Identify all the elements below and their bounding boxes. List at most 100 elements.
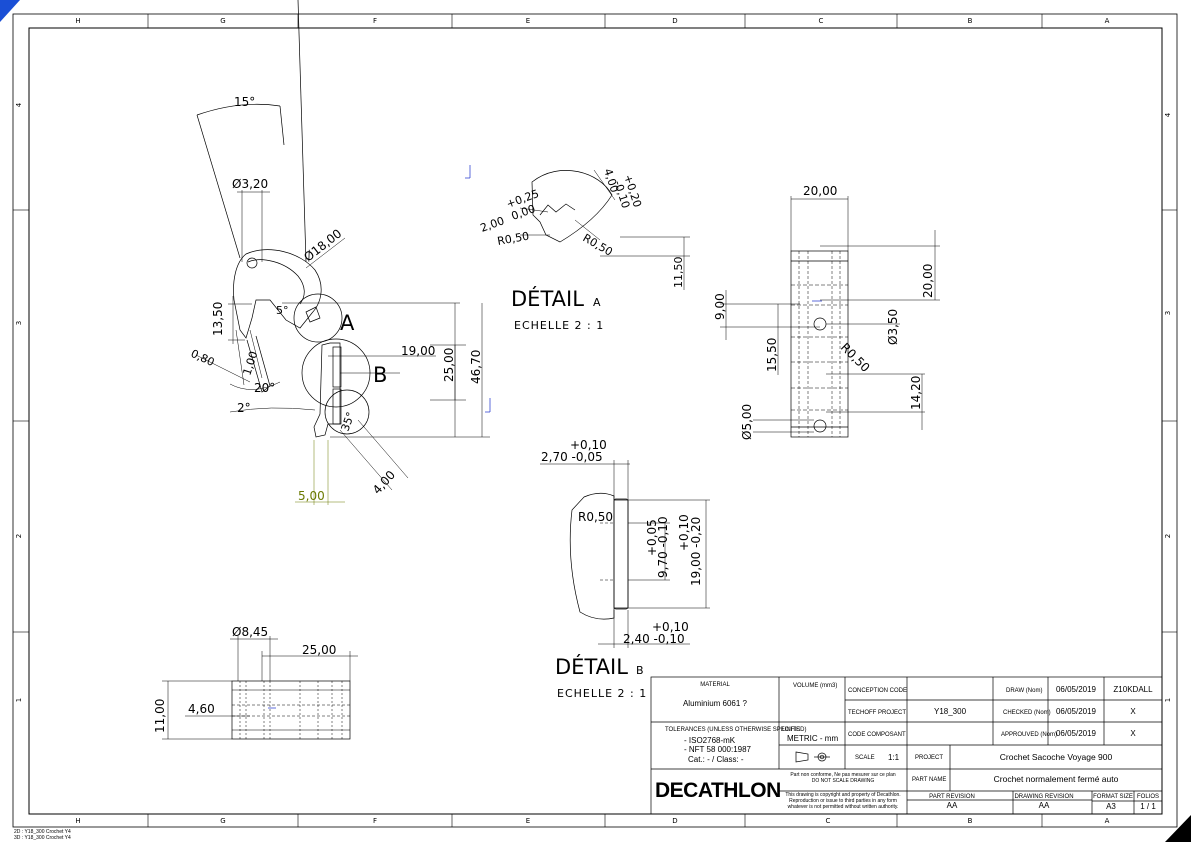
zone-col-bottom: D	[672, 817, 677, 825]
zone-row-left: 2	[15, 534, 23, 538]
zone-col-bottom: H	[75, 817, 80, 825]
zone-col-bottom: F	[373, 817, 377, 825]
bottom-dim-1100: 11,00	[153, 699, 167, 733]
tb-project-label: PROJECT	[915, 755, 943, 761]
detail-b-title: DÉTAIL	[555, 654, 628, 679]
detail-a-r050-right: R0,50	[581, 231, 615, 258]
tb-drawing-revision-value: AA	[1039, 801, 1050, 810]
detail-a-title: DÉTAIL	[511, 286, 584, 311]
zone-col-bottom: G	[220, 817, 225, 825]
footer-file-3d: 3D : Y18_300 Crochet Y4	[14, 835, 71, 841]
zone-col-top: H	[75, 17, 80, 25]
side-dim-r050: R0,50	[838, 340, 873, 375]
tb-code-composant-label: CODE COMPOSANT	[848, 732, 906, 738]
tb-approved-name: X	[1130, 729, 1136, 738]
decathlon-logo: DECATHLON	[655, 779, 781, 802]
zone-ticks	[13, 14, 1177, 827]
outer-border	[12, 13, 1178, 828]
tb-tol-line3: Cat.: - / Class: -	[688, 755, 744, 764]
zone-row-left: 1	[15, 698, 23, 702]
tb-units-value: METRIC - mm	[787, 734, 838, 743]
detail-b-tol-top: +0,10	[570, 438, 607, 452]
zone-row-right: 1	[1164, 698, 1172, 702]
dim-080: 0,80	[189, 347, 217, 369]
tb-part-revision-value: AA	[947, 801, 958, 810]
zone-col-top: C	[819, 17, 824, 25]
side-dim-1550: 15,50	[765, 338, 779, 372]
zone-col-bottom: B	[968, 817, 973, 825]
detail-b-970: 9,70 -0,10	[656, 516, 670, 578]
side-dim-dia-350: Ø3,50	[886, 309, 900, 345]
detail-a-r050-left: R0,50	[496, 230, 530, 248]
zone-row-left: 3	[15, 321, 23, 325]
dim-angle-2: 2°	[237, 401, 251, 415]
main-view	[195, 0, 491, 505]
dim-angle-5: 5°	[276, 304, 289, 317]
detail-b-1900: 19,00 -0,20	[689, 517, 703, 586]
dim-angle-35: 35°	[339, 410, 358, 433]
detail-a-letter: A	[593, 296, 602, 309]
tb-scale-value: 1:1	[888, 753, 900, 762]
zone-col-bottom: E	[526, 817, 530, 825]
detail-callout-b: B	[373, 363, 387, 387]
side-dim-2000-v: 20,00	[921, 264, 935, 298]
detail-b-270: 2,70 -0,05	[541, 450, 603, 464]
detail-b-view	[540, 460, 710, 648]
zone-col-top: F	[373, 17, 377, 25]
tb-format-label: FORMAT SIZE	[1093, 794, 1133, 800]
tb-material-value: Aluminium 6061 ?	[683, 699, 748, 708]
tb-units-label: UNITS	[782, 727, 800, 733]
detail-a-1150: 11,50	[672, 257, 685, 289]
detail-b-970-tol: +0,05	[645, 519, 659, 556]
tb-copyright-1: This drawing is copyright and property o…	[785, 792, 900, 798]
detail-callout-a: A	[340, 311, 355, 335]
tb-folios-value: 1 / 1	[1140, 802, 1156, 811]
tb-volume-label: VOLUME (mm3)	[793, 683, 837, 689]
dim-dia-1800: Ø18,00	[301, 226, 344, 264]
zone-row-right: 4	[1164, 112, 1172, 117]
side-dim-2000-h: 20,00	[803, 184, 837, 198]
zone-row-right: 3	[1164, 311, 1172, 315]
zone-col-top: E	[526, 17, 530, 25]
zone-row-left: 4	[15, 102, 23, 107]
tb-format-value: A3	[1106, 802, 1116, 811]
zone-col-bottom: A	[1105, 817, 1110, 825]
detail-b-tol-bot: +0,10	[652, 620, 689, 634]
tb-draw-date: 06/05/2019	[1056, 685, 1097, 694]
tb-approved-date: 06/05/2019	[1056, 729, 1097, 738]
bottom-dim-2500: 25,00	[302, 643, 336, 657]
tb-copyright-2: Reproduction or issue to third parties i…	[789, 798, 897, 804]
tb-project-value: Crochet Sacoche Voyage 900	[1000, 752, 1113, 762]
detail-b-240: 2,40 -0,10	[623, 632, 685, 646]
detail-a-view	[465, 165, 690, 290]
dim-4670: 46,70	[469, 350, 483, 384]
tb-techoff-value: Y18_300	[934, 707, 967, 716]
side-dim-900: 9,00	[713, 293, 727, 320]
tb-do-not-scale: DO NOT SCALE DRAWING	[812, 778, 875, 784]
detail-b-r050: R0,50	[578, 510, 613, 524]
dim-500: 5,00	[298, 489, 325, 503]
side-dim-dia-500: Ø5,00	[740, 404, 754, 440]
tb-checked-date: 06/05/2019	[1056, 707, 1097, 716]
tb-tol-line1: - ISO2768-mK	[684, 736, 736, 745]
zone-row-right: 2	[1164, 534, 1172, 538]
corner-mark-bottom-right	[1165, 815, 1191, 842]
tb-no-measure: Part non conforme, Ne pas mesurer sur ce…	[790, 772, 896, 778]
tb-techoff-label: TECHOFF PROJECT	[848, 710, 906, 716]
bottom-dim-dia-845: Ø8,45	[232, 625, 268, 639]
zone-col-top: B	[968, 17, 973, 25]
zone-col-top: A	[1105, 17, 1110, 25]
tb-conception-code-label: CONCEPTION CODE	[848, 688, 907, 694]
tb-draw-name: Z10KDALL	[1113, 685, 1153, 694]
zone-col-top: D	[672, 17, 677, 25]
bottom-dim-460: 4,60	[188, 702, 215, 716]
detail-b-letter: B	[636, 664, 645, 677]
tb-checked-name: X	[1130, 707, 1136, 716]
tb-checked-label: CHECKED (Nom)	[1003, 710, 1051, 716]
dim-angle-15: 15°	[234, 95, 255, 109]
tb-part-revision-label: PART REVISION	[929, 794, 975, 800]
corner-mark-top-left	[0, 0, 20, 22]
detail-b-1900-tol: +0,10	[677, 514, 691, 551]
tb-draw-label: DRAW (Nom)	[1006, 688, 1042, 694]
